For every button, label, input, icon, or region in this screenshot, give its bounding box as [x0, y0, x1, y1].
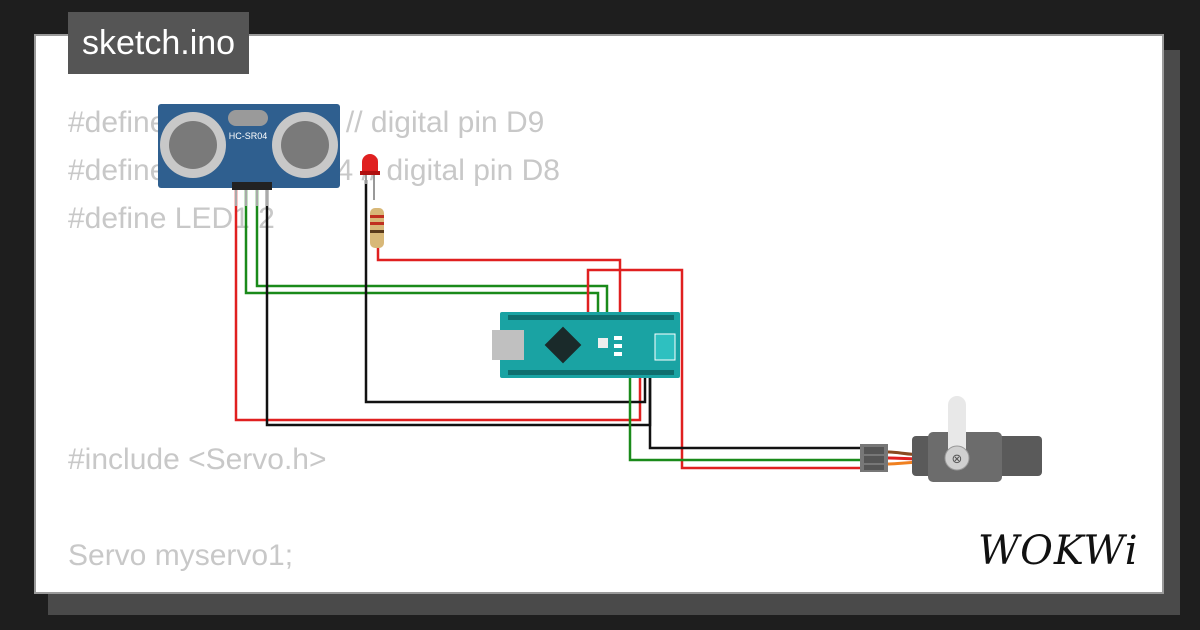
wokwi-logo: WOKWi: [978, 528, 1139, 574]
wire-servo-red: [586, 268, 862, 470]
wire-led-gnd: [364, 180, 647, 404]
hc-sr04-sensor: HC-SR04: [158, 104, 340, 206]
code-line-4: #include <Servo.h>: [68, 443, 327, 476]
wire-vcc: [234, 190, 642, 422]
red-led: [360, 154, 380, 200]
code-line-3: #define LED1 2: [68, 202, 275, 235]
wire-echo: [255, 190, 609, 316]
wire-servo-green: [628, 372, 862, 462]
servo-motor: ⊗: [860, 396, 1042, 482]
svg-text:⊗: ⊗: [952, 452, 963, 467]
wires: [234, 180, 862, 470]
resistor: [370, 208, 384, 248]
sketch-title: sketch.ino: [68, 12, 250, 74]
wire-trig: [244, 190, 600, 316]
wire-gnd: [265, 190, 652, 427]
code-line-5: Servo myservo1;: [68, 539, 294, 572]
wire-led: [376, 245, 622, 316]
sensor-label: HC-SR04: [229, 131, 268, 141]
arduino-nano-board: [492, 312, 680, 378]
wire-servo-black: [648, 372, 862, 450]
